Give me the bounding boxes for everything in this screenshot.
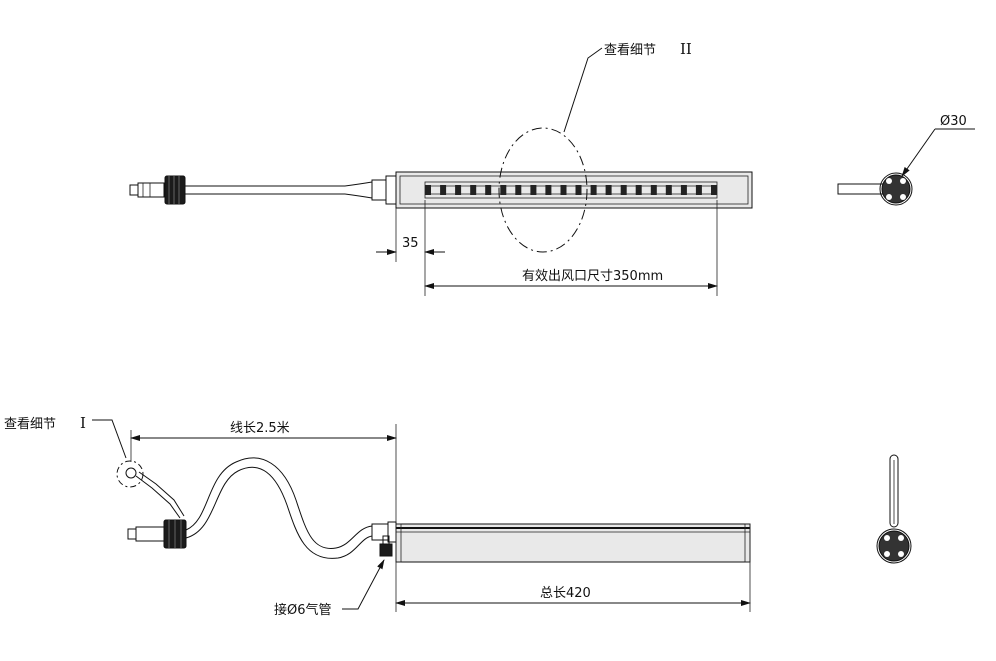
ground-wire xyxy=(135,475,181,519)
emitter-pin xyxy=(695,185,702,195)
detail-i-circle xyxy=(116,460,144,488)
air-tube-leader xyxy=(342,559,385,610)
dimension-35: 35 xyxy=(376,200,445,296)
emitter-pin xyxy=(515,185,522,195)
emitter-pin xyxy=(545,185,552,195)
air-fitting xyxy=(379,535,393,557)
front-view: 查看细节 I xyxy=(4,414,912,618)
emitter-pin xyxy=(560,185,567,195)
emitter-pins xyxy=(425,185,717,195)
emitter-pin xyxy=(455,185,462,195)
emitter-pin xyxy=(680,185,687,195)
detail-ii-circle xyxy=(498,127,588,253)
diameter-label: Ø30 xyxy=(940,114,967,129)
emitter-pin xyxy=(635,185,642,195)
emitter-pin xyxy=(575,185,582,195)
air-tube-label: 接Ø6气管 xyxy=(274,602,332,618)
detail-ii-numeral: II xyxy=(680,40,692,58)
emitter-pin xyxy=(440,185,447,195)
ionizing-bar-front xyxy=(395,523,751,563)
cable-front xyxy=(185,457,397,559)
cable-top xyxy=(185,175,397,205)
plug-connector-front xyxy=(127,519,187,549)
dimension-cable-length: 线长2.5米 xyxy=(130,421,397,522)
detail-i-leader xyxy=(92,419,127,459)
ionizing-bar-top xyxy=(395,171,753,209)
end-view-front xyxy=(876,454,912,564)
emitter-pin xyxy=(500,185,507,195)
plug-connector-top xyxy=(129,175,186,205)
end-view-top: Ø30 xyxy=(837,114,975,206)
detail-i-label: 查看细节 xyxy=(4,416,56,432)
cable-length-label: 线长2.5米 xyxy=(230,421,290,436)
detail-ii-leader xyxy=(563,47,603,133)
emitter-pin xyxy=(711,185,717,195)
top-view: 查看细节 II 35 有效出风口尺寸350mm Ø30 xyxy=(129,40,975,296)
emitter-pin xyxy=(620,185,627,195)
emitter-pin xyxy=(530,185,537,195)
dimension-total-length: 总长420 xyxy=(395,562,751,612)
total-length-label: 总长420 xyxy=(540,586,591,601)
emitter-pin xyxy=(485,185,492,195)
emitter-pin xyxy=(665,185,672,195)
dimension-effective-outlet: 有效出风口尺寸350mm xyxy=(424,200,718,296)
emitter-pin xyxy=(470,185,477,195)
offset-dimension-label: 35 xyxy=(402,236,419,251)
effective-outlet-label: 有效出风口尺寸350mm xyxy=(522,269,663,284)
emitter-pin xyxy=(425,185,431,195)
emitter-pin xyxy=(590,185,597,195)
emitter-pin xyxy=(650,185,657,195)
detail-ii-label: 查看细节 xyxy=(604,42,656,58)
detail-i-numeral: I xyxy=(80,414,86,432)
emitter-pin xyxy=(605,185,612,195)
